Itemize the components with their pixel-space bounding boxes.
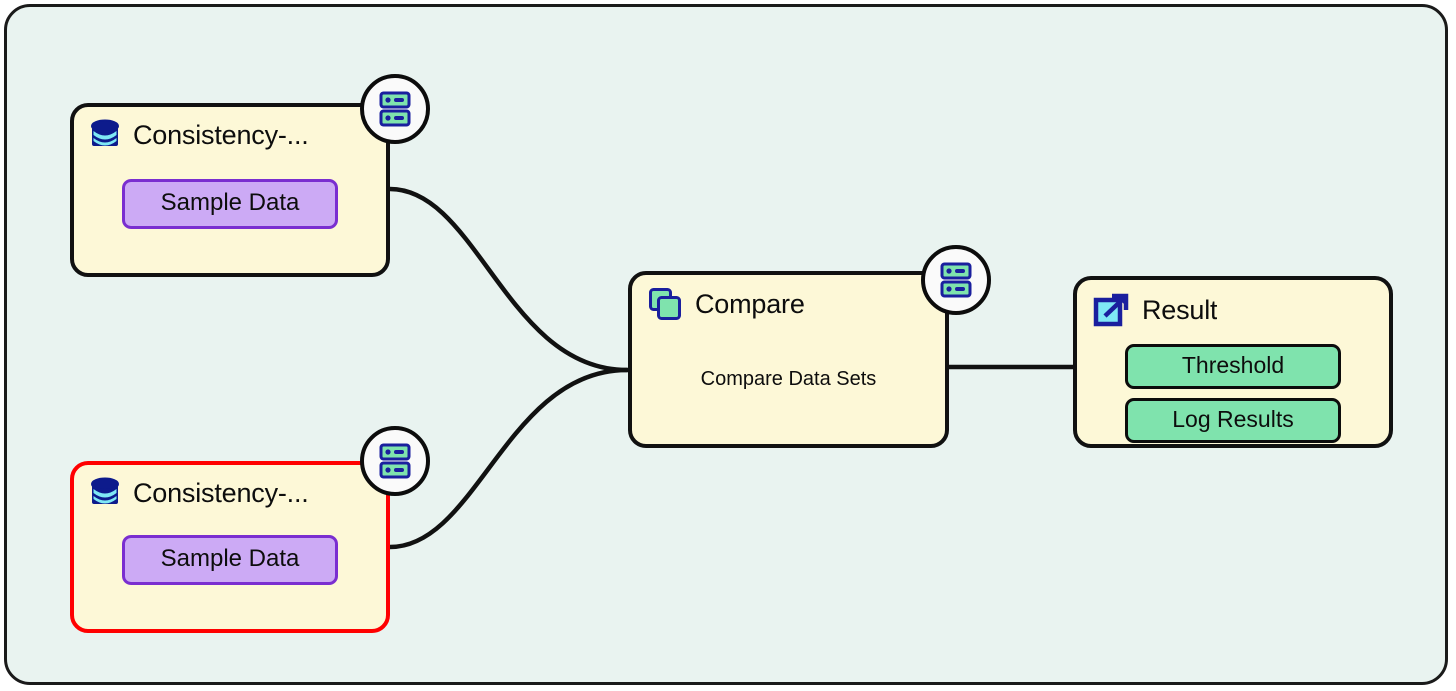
diagram-canvas[interactable]: Consistency-... Sample Data bbox=[4, 4, 1448, 685]
node-header: Consistency-... bbox=[74, 107, 386, 151]
chip-sample-data[interactable]: Sample Data bbox=[122, 179, 338, 229]
node-header: Result bbox=[1077, 280, 1389, 328]
node-header: Consistency-... bbox=[74, 465, 386, 509]
chip-sample-data[interactable]: Sample Data bbox=[122, 535, 338, 585]
node-source-b[interactable]: Consistency-... Sample Data bbox=[70, 426, 430, 633]
chip-log-results[interactable]: Log Results bbox=[1125, 398, 1341, 443]
node-title: Result bbox=[1142, 294, 1218, 325]
node-subtitle: Compare Data Sets bbox=[700, 368, 877, 390]
external-link-icon bbox=[1093, 292, 1129, 328]
database-icon bbox=[90, 119, 120, 151]
badge-server-rack[interactable] bbox=[360, 426, 430, 496]
server-rack-icon bbox=[379, 91, 411, 127]
database-icon bbox=[90, 477, 120, 509]
node-result[interactable]: Result Threshold Log Results bbox=[1073, 276, 1393, 448]
node-title: Compare bbox=[695, 288, 805, 319]
node-source-a[interactable]: Consistency-... Sample Data bbox=[70, 74, 430, 277]
server-rack-icon bbox=[940, 262, 972, 298]
badge-server-rack[interactable] bbox=[360, 74, 430, 144]
chip-threshold[interactable]: Threshold bbox=[1125, 344, 1341, 389]
layers-copy-icon bbox=[648, 287, 682, 321]
server-rack-icon bbox=[379, 443, 411, 479]
node-title: Consistency-... bbox=[133, 119, 309, 150]
node-title: Consistency-... bbox=[133, 477, 309, 508]
node-compare[interactable]: Compare Compare Data Sets bbox=[628, 245, 991, 448]
edge-source-a-to-compare bbox=[387, 186, 630, 373]
badge-server-rack[interactable] bbox=[921, 245, 991, 315]
node-header: Compare bbox=[632, 275, 945, 321]
